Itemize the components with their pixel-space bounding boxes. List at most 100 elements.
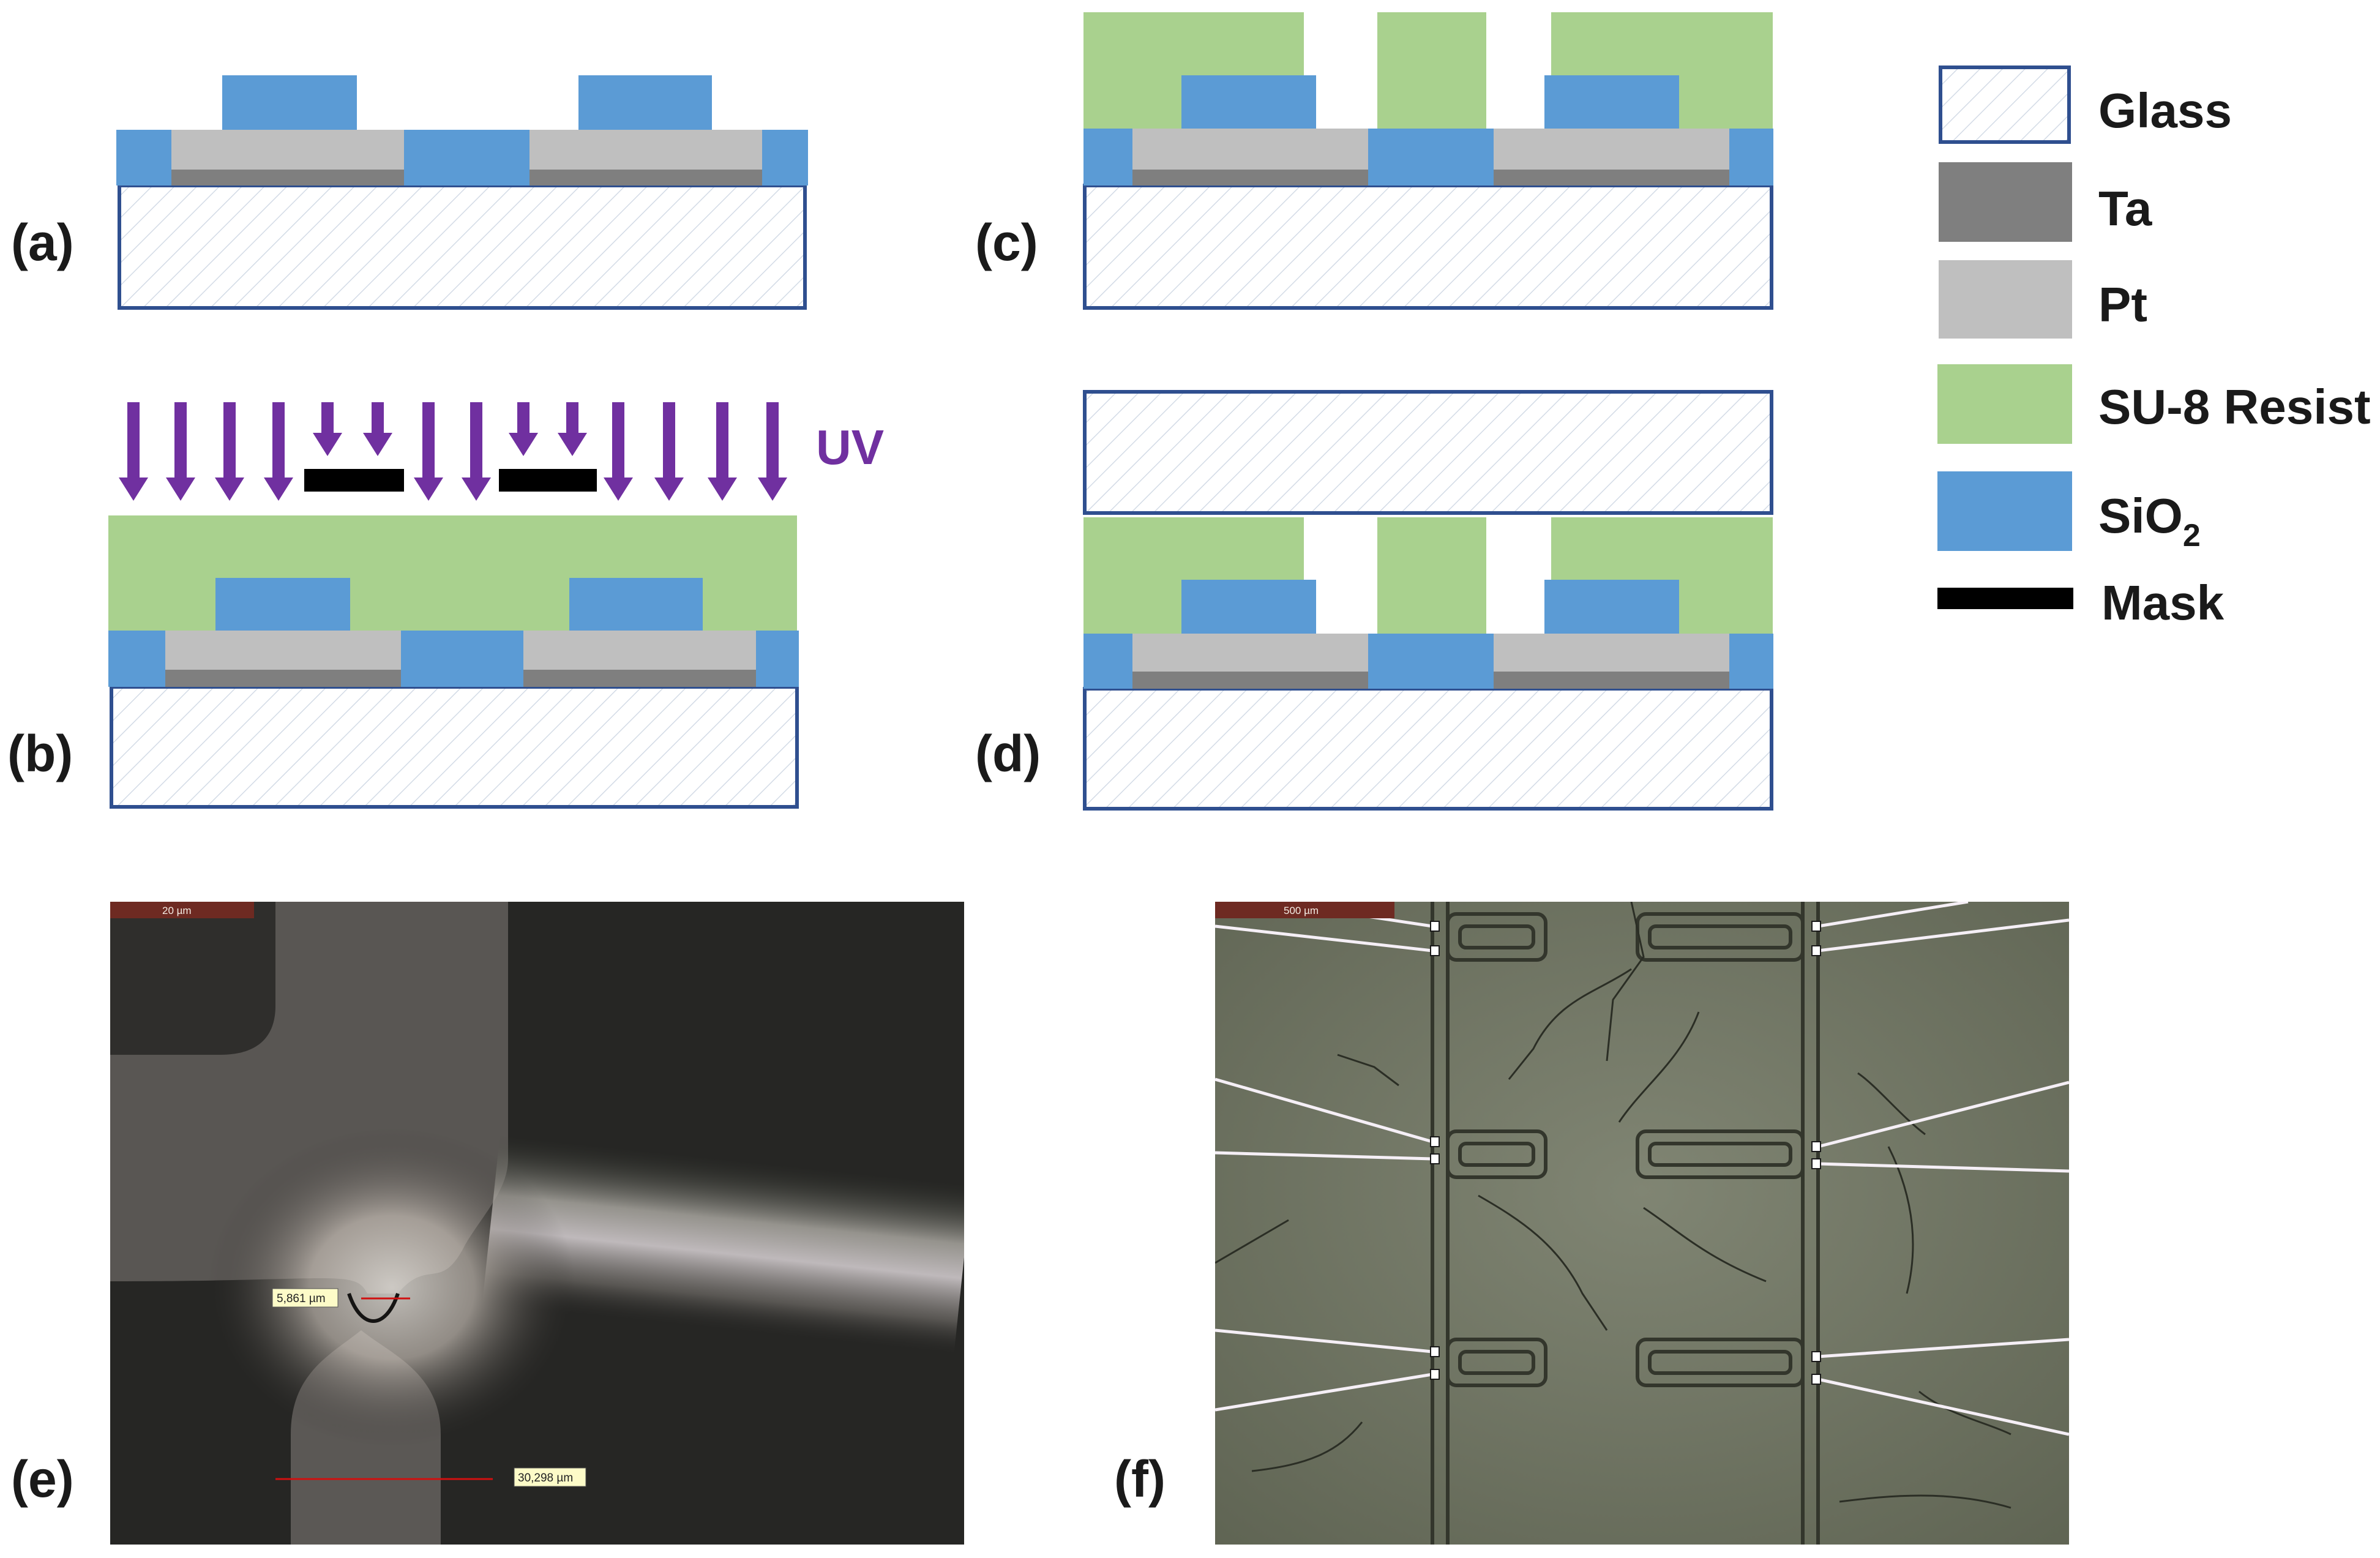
electrode-pads <box>1430 921 1821 1385</box>
panel-a: (a) <box>11 75 808 310</box>
uv-arrow <box>654 402 684 501</box>
sio2-block <box>1544 580 1679 634</box>
sio2-block <box>404 130 530 185</box>
uv-arrow <box>758 402 787 501</box>
panel-b: UV (b) <box>7 402 884 809</box>
su8-resist <box>1377 517 1486 634</box>
sio2-block <box>108 631 165 687</box>
constriction-glow <box>208 1128 575 1447</box>
panel-label-f: (f) <box>1114 1450 1166 1508</box>
uv-arrow <box>462 402 491 501</box>
glass-substrate <box>1083 184 1773 310</box>
micrograph-f: 500 µm <box>1215 902 2069 1545</box>
glass-substrate <box>118 184 807 310</box>
panel-label-e: (e) <box>11 1450 74 1508</box>
uv-arrow <box>509 402 538 456</box>
sio2-block <box>1544 75 1679 129</box>
pt-layer <box>1494 129 1729 170</box>
sio2-block <box>116 130 171 185</box>
uv-arrow <box>604 402 633 501</box>
ta-layer <box>530 170 762 185</box>
gap-edge <box>347 1293 400 1323</box>
uv-arrow <box>264 402 293 501</box>
sio2-block <box>222 75 357 130</box>
uv-arrow <box>363 402 392 456</box>
panel-label-a: (a) <box>11 214 74 271</box>
scale-bar-label: 500 µm <box>1284 905 1319 916</box>
gap-measure-box <box>272 1288 339 1308</box>
ta-layer <box>523 670 756 687</box>
uv-label: UV <box>816 420 884 474</box>
panel-label-d: (d) <box>975 725 1041 782</box>
legend-swatch-ta <box>1939 162 2072 242</box>
legend-swatch-mask <box>1937 588 2073 609</box>
uv-arrow <box>414 402 443 501</box>
pt-layer <box>523 631 756 670</box>
bright-band <box>482 1135 964 1355</box>
ta-layer <box>1132 170 1368 185</box>
uv-arrow <box>558 402 587 456</box>
mask-bar <box>304 469 404 492</box>
uv-arrows <box>119 402 787 501</box>
scale-bar <box>110 902 254 918</box>
ta-layer <box>1132 672 1368 689</box>
panel-c: (c) <box>975 12 1773 310</box>
legend-label-su8: SU-8 Resist <box>2098 380 2371 434</box>
uv-arrow <box>313 402 342 456</box>
sio2-block <box>1181 580 1316 634</box>
pt-layer <box>1132 634 1368 672</box>
sio2-block <box>215 578 350 631</box>
scale-bar-label: 20 µm <box>162 905 192 916</box>
sio2-block <box>578 75 712 130</box>
legend-swatch-glass <box>1939 66 2071 144</box>
legend-label-glass: Glass <box>2098 83 2232 138</box>
pt-layer <box>171 130 404 170</box>
uv-arrow <box>215 402 244 501</box>
pt-layer <box>530 130 762 170</box>
panel-e: 20 µm 5,861 µm 30,298 µm (e) <box>11 902 964 1545</box>
legend-label-sio2-main: SiO <box>2098 489 2183 543</box>
legend-label-ta: Ta <box>2098 181 2152 236</box>
pt-layer <box>165 631 401 670</box>
legend: Glass Ta Pt SU-8 Resist SiO2 Mask <box>1937 66 2371 630</box>
pt-layer <box>1132 129 1368 170</box>
ta-layer <box>1494 672 1729 689</box>
uv-arrow <box>119 402 148 501</box>
glass-substrate <box>110 685 799 809</box>
glass-cover <box>1083 390 1773 515</box>
panel-label-b: (b) <box>7 725 73 782</box>
legend-label-mask: Mask <box>2101 575 2225 630</box>
panel-label-c: (c) <box>975 214 1038 271</box>
panel-f: 500 µm (f) <box>1114 902 2069 1545</box>
sio2-block <box>401 631 523 687</box>
glass-substrate <box>1083 687 1773 811</box>
width-measure-box <box>514 1467 586 1487</box>
sio2-block <box>1368 634 1494 689</box>
sio2-block <box>1181 75 1316 129</box>
uv-arrow <box>166 402 195 501</box>
sio2-block <box>1729 129 1773 185</box>
gap-measure-label: 5,861 µm <box>277 1292 326 1305</box>
sio2-block <box>756 631 799 687</box>
sio2-block <box>569 578 703 631</box>
ta-layer <box>165 670 401 687</box>
legend-swatch-su8 <box>1937 364 2072 444</box>
scale-bar <box>1215 902 1394 918</box>
ta-layer <box>1494 170 1729 185</box>
sio2-block <box>1729 634 1773 689</box>
legend-label-pt: Pt <box>2098 277 2147 332</box>
micrograph-e: 20 µm 5,861 µm 30,298 µm <box>110 902 964 1545</box>
sio2-block <box>762 130 808 185</box>
legend-label-sio2: SiO2 <box>2098 489 2201 553</box>
sio2-block <box>1083 634 1132 689</box>
channel-corner <box>110 902 275 1055</box>
pt-layer <box>1494 634 1729 672</box>
legend-swatch-sio2 <box>1937 471 2072 551</box>
ta-layer <box>171 170 404 185</box>
width-measure-label: 30,298 µm <box>518 1472 573 1485</box>
sio2-block <box>1368 129 1494 185</box>
sio2-block <box>1083 129 1132 185</box>
legend-label-sio2-subscript: 2 <box>2183 518 2201 553</box>
mask-bar <box>499 469 597 492</box>
